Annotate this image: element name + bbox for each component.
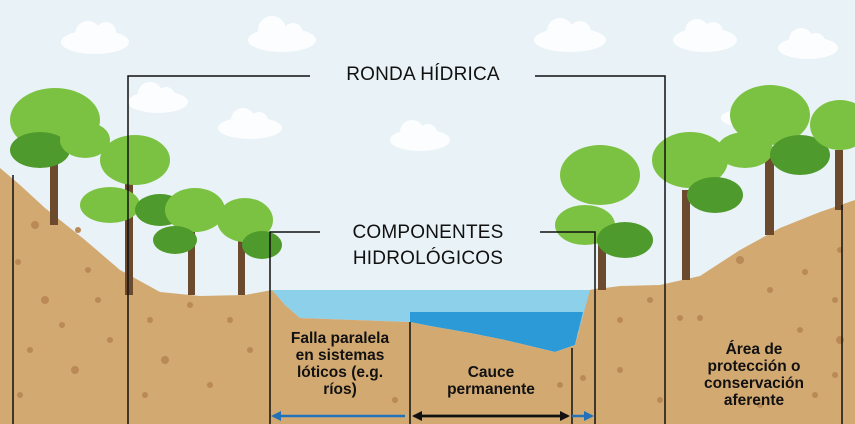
- area-proteccion-label: Área de protección o conservación aferen…: [670, 341, 838, 409]
- ronda-outer-bracket: [127, 75, 666, 424]
- tree: [217, 198, 282, 295]
- soil-right-bank: [580, 200, 855, 424]
- trees-left: [10, 88, 282, 295]
- tree: [717, 85, 830, 235]
- componentes-hidrologicos-label: COMPONENTES HIDROLÓGICOS: [318, 220, 538, 272]
- tree: [153, 188, 225, 295]
- clouds: [61, 16, 838, 151]
- falla-line-1: Falla paralela: [290, 330, 390, 347]
- tree: [652, 132, 743, 280]
- area-line-2: protección o: [707, 358, 801, 375]
- cloud: [128, 82, 188, 113]
- trees-right: [555, 85, 855, 290]
- cloud: [778, 28, 838, 59]
- boundary-lines: [12, 75, 843, 424]
- cauce-line-1: Cauce: [467, 364, 515, 381]
- falla-line-2: en sistemas: [295, 347, 385, 364]
- cloud: [534, 18, 606, 52]
- water-deep: [410, 312, 583, 352]
- cloud: [61, 21, 129, 54]
- tree: [555, 145, 653, 290]
- ronda-hidrica-title: RONDA HÍDRICA: [312, 64, 534, 86]
- tree: [10, 88, 110, 225]
- componentes-line: COMPONENTES: [352, 222, 504, 243]
- cloud: [248, 16, 316, 52]
- falla-paralela-label: Falla paralela en sistemas lóticos (e.g.…: [273, 330, 407, 398]
- falla-line-4: ríos): [323, 381, 357, 398]
- area-line-4: aferente: [723, 392, 785, 409]
- cloud: [673, 19, 737, 52]
- cauce-permanente-label: Cauce permanente: [420, 364, 562, 398]
- cauce-line-2: permanente: [447, 381, 535, 398]
- falla-line-3: lóticos (e.g.: [296, 364, 384, 381]
- cloud: [390, 120, 450, 151]
- cloud: [218, 108, 282, 139]
- tree: [810, 100, 855, 210]
- hidrologicos-line: HIDROLÓGICOS: [352, 248, 504, 269]
- soil-pebbles: [15, 221, 844, 408]
- componentes-bracket: [269, 231, 596, 424]
- soil-left-bank: [0, 168, 600, 424]
- area-line-3: conservación: [704, 375, 804, 392]
- area-line-1: Área de: [725, 341, 783, 358]
